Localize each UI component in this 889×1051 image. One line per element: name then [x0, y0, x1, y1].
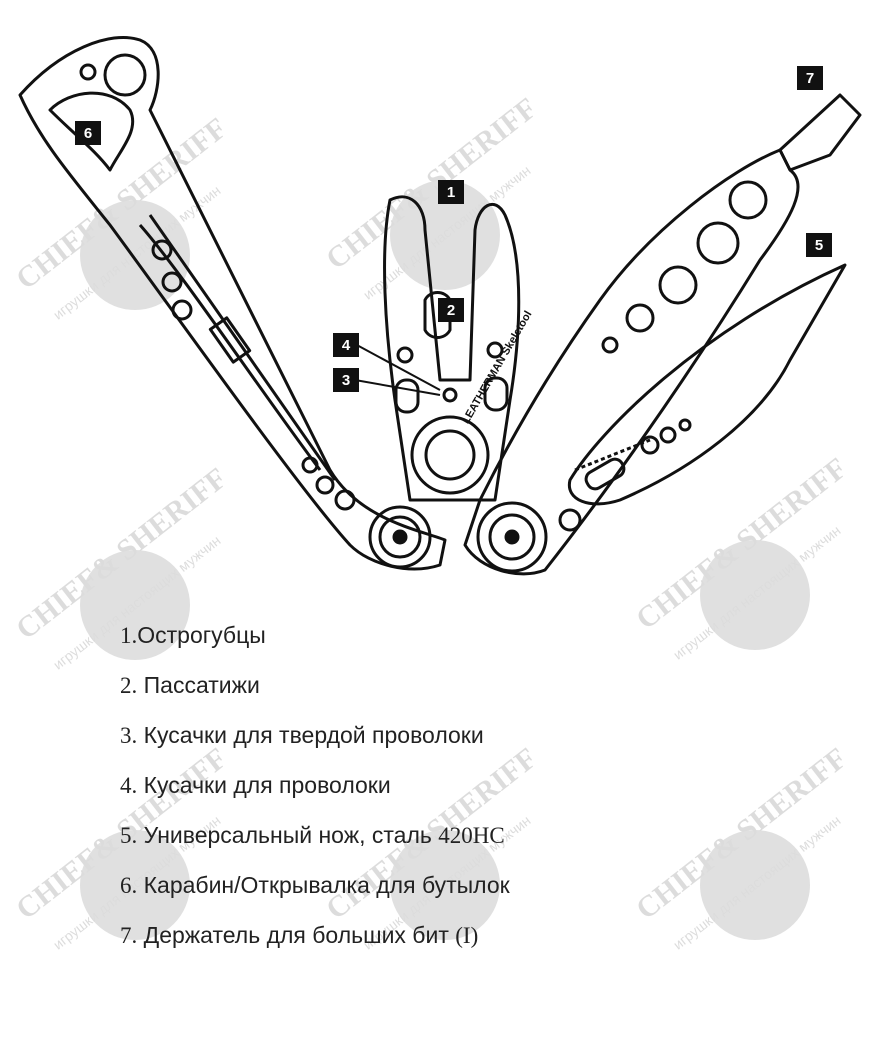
legend-text: Кусачки для проволоки: [137, 772, 391, 798]
legend-item: 2. Пассатижи: [120, 668, 510, 718]
legend-text: Карабин/Открывалка для бутылок: [137, 872, 510, 898]
legend-item: 4. Кусачки для проволоки: [120, 768, 510, 818]
legend-text: Кусачки для твердой проволоки: [137, 722, 484, 748]
legend: 1.Острогубцы 2. Пассатижи 3. Кусачки для…: [120, 618, 510, 968]
multitool-diagram: [18, 35, 862, 576]
watermark-title: CHIEF& SHERIFF: [630, 741, 854, 927]
callout-6: 6: [75, 121, 101, 145]
legend-text: Универсальный нож, сталь: [137, 822, 439, 848]
callout-4: 4: [333, 333, 359, 357]
knife-blade: [567, 263, 847, 506]
legend-text: Острогубцы: [137, 622, 266, 648]
watermark-logo-icon: [700, 830, 810, 940]
legend-item: 6. Карабин/Открывалка для бутылок: [120, 868, 510, 918]
callout-1: 1: [438, 180, 464, 204]
legend-number: 3.: [120, 723, 138, 748]
callout-7: 7: [797, 66, 823, 90]
watermark-subtitle: игрушки для настоящих мужчин: [670, 812, 844, 953]
legend-number: 7.: [120, 923, 138, 948]
legend-item: 7. Держатель для больших бит (I): [120, 918, 510, 968]
legend-item: 1.Острогубцы: [120, 618, 510, 668]
left-handle: [18, 35, 447, 571]
legend-extra: (I): [455, 923, 479, 948]
legend-text: Держатель для больших бит: [137, 922, 456, 948]
legend-item: 5. Универсальный нож, сталь 420HC: [120, 818, 510, 868]
legend-number: 6.: [120, 873, 138, 898]
legend-text: Пассатижи: [137, 672, 260, 698]
legend-number: 2.: [120, 673, 138, 698]
legend-item: 3. Кусачки для твердой проволоки: [120, 718, 510, 768]
callout-3: 3: [333, 368, 359, 392]
legend-number: 5.: [120, 823, 138, 848]
legend-number: 4.: [120, 773, 138, 798]
legend-number: 1.: [120, 623, 138, 648]
legend-extra: 420HC: [438, 823, 505, 848]
right-handle: [463, 93, 862, 576]
watermark: CHIEF& SHERIFF игрушки для настоящих муж…: [630, 741, 889, 960]
callout-5: 5: [806, 233, 832, 257]
pliers: [354, 195, 521, 502]
callout-2: 2: [438, 298, 464, 322]
